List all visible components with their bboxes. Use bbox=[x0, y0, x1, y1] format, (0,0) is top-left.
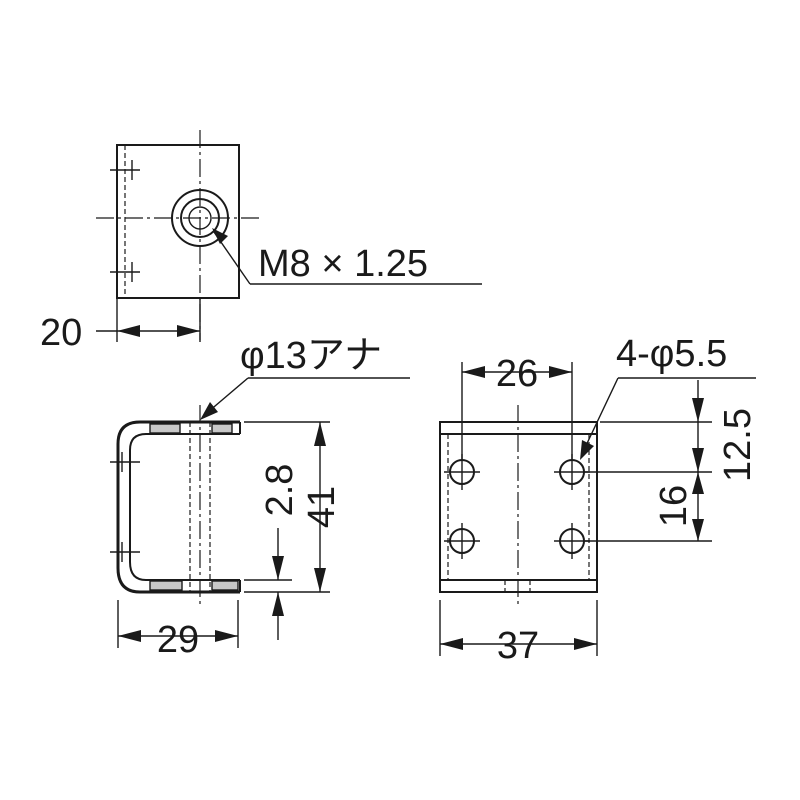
front-view: 26 4-φ5.5 12.5 16 37 bbox=[439, 333, 759, 667]
thickness-label: 2.8 bbox=[259, 464, 301, 517]
hole-pitch-label: 16 bbox=[653, 485, 695, 527]
height-side-label: 41 bbox=[301, 486, 343, 528]
hole-label: φ13アナ bbox=[240, 335, 382, 377]
depth-side-label: 29 bbox=[157, 619, 199, 661]
holes-spec-label: 4-φ5.5 bbox=[616, 333, 727, 375]
thread-label: M8 × 1.25 bbox=[258, 243, 428, 285]
width-top-label: 20 bbox=[40, 312, 82, 354]
nut-outer-circle bbox=[171, 189, 229, 247]
width-front-label: 37 bbox=[497, 625, 539, 667]
side-view: φ13アナ 41 2.8 29 bbox=[110, 335, 410, 661]
center-distance-label: 26 bbox=[496, 353, 538, 395]
offset-top-label: 12.5 bbox=[717, 408, 759, 482]
mounting-holes bbox=[444, 454, 590, 559]
top-view-body bbox=[116, 144, 240, 299]
top-view: M8 × 1.25 20 bbox=[40, 130, 482, 354]
side-view-outer-profile bbox=[116, 420, 240, 594]
